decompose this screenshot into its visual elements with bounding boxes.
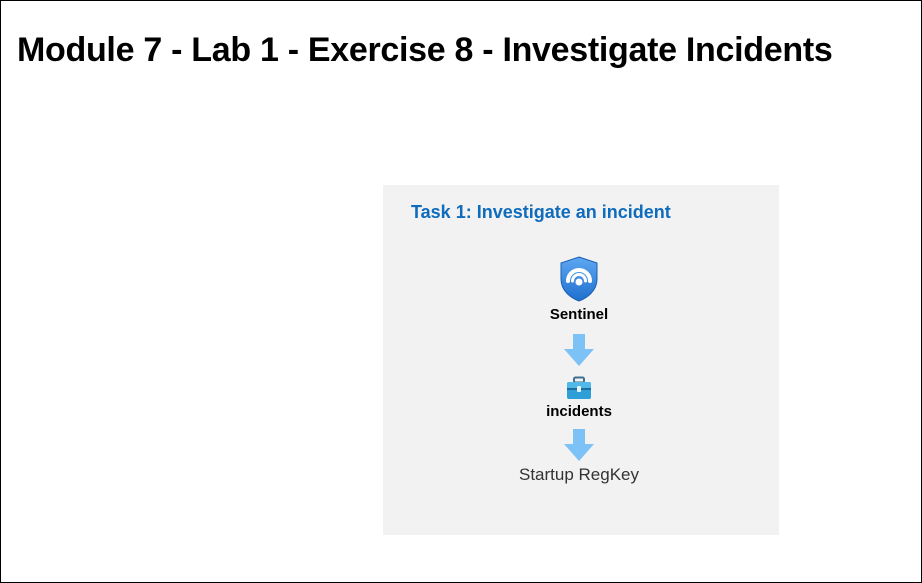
incidents-label: incidents — [546, 403, 612, 420]
toolbox-icon — [566, 376, 592, 400]
page-title: Module 7 - Lab 1 - Exercise 8 - Investig… — [17, 31, 833, 69]
task-panel: Task 1: Investigate an incident Sentinel — [383, 185, 779, 535]
arrow-down-icon — [563, 428, 595, 462]
task-title: Task 1: Investigate an incident — [411, 202, 671, 222]
sentinel-shield-icon — [557, 255, 601, 303]
startup-regkey-label: Startup RegKey — [518, 465, 640, 484]
arrow-down-icon — [563, 333, 595, 367]
sentinel-label: Sentinel — [549, 306, 609, 323]
